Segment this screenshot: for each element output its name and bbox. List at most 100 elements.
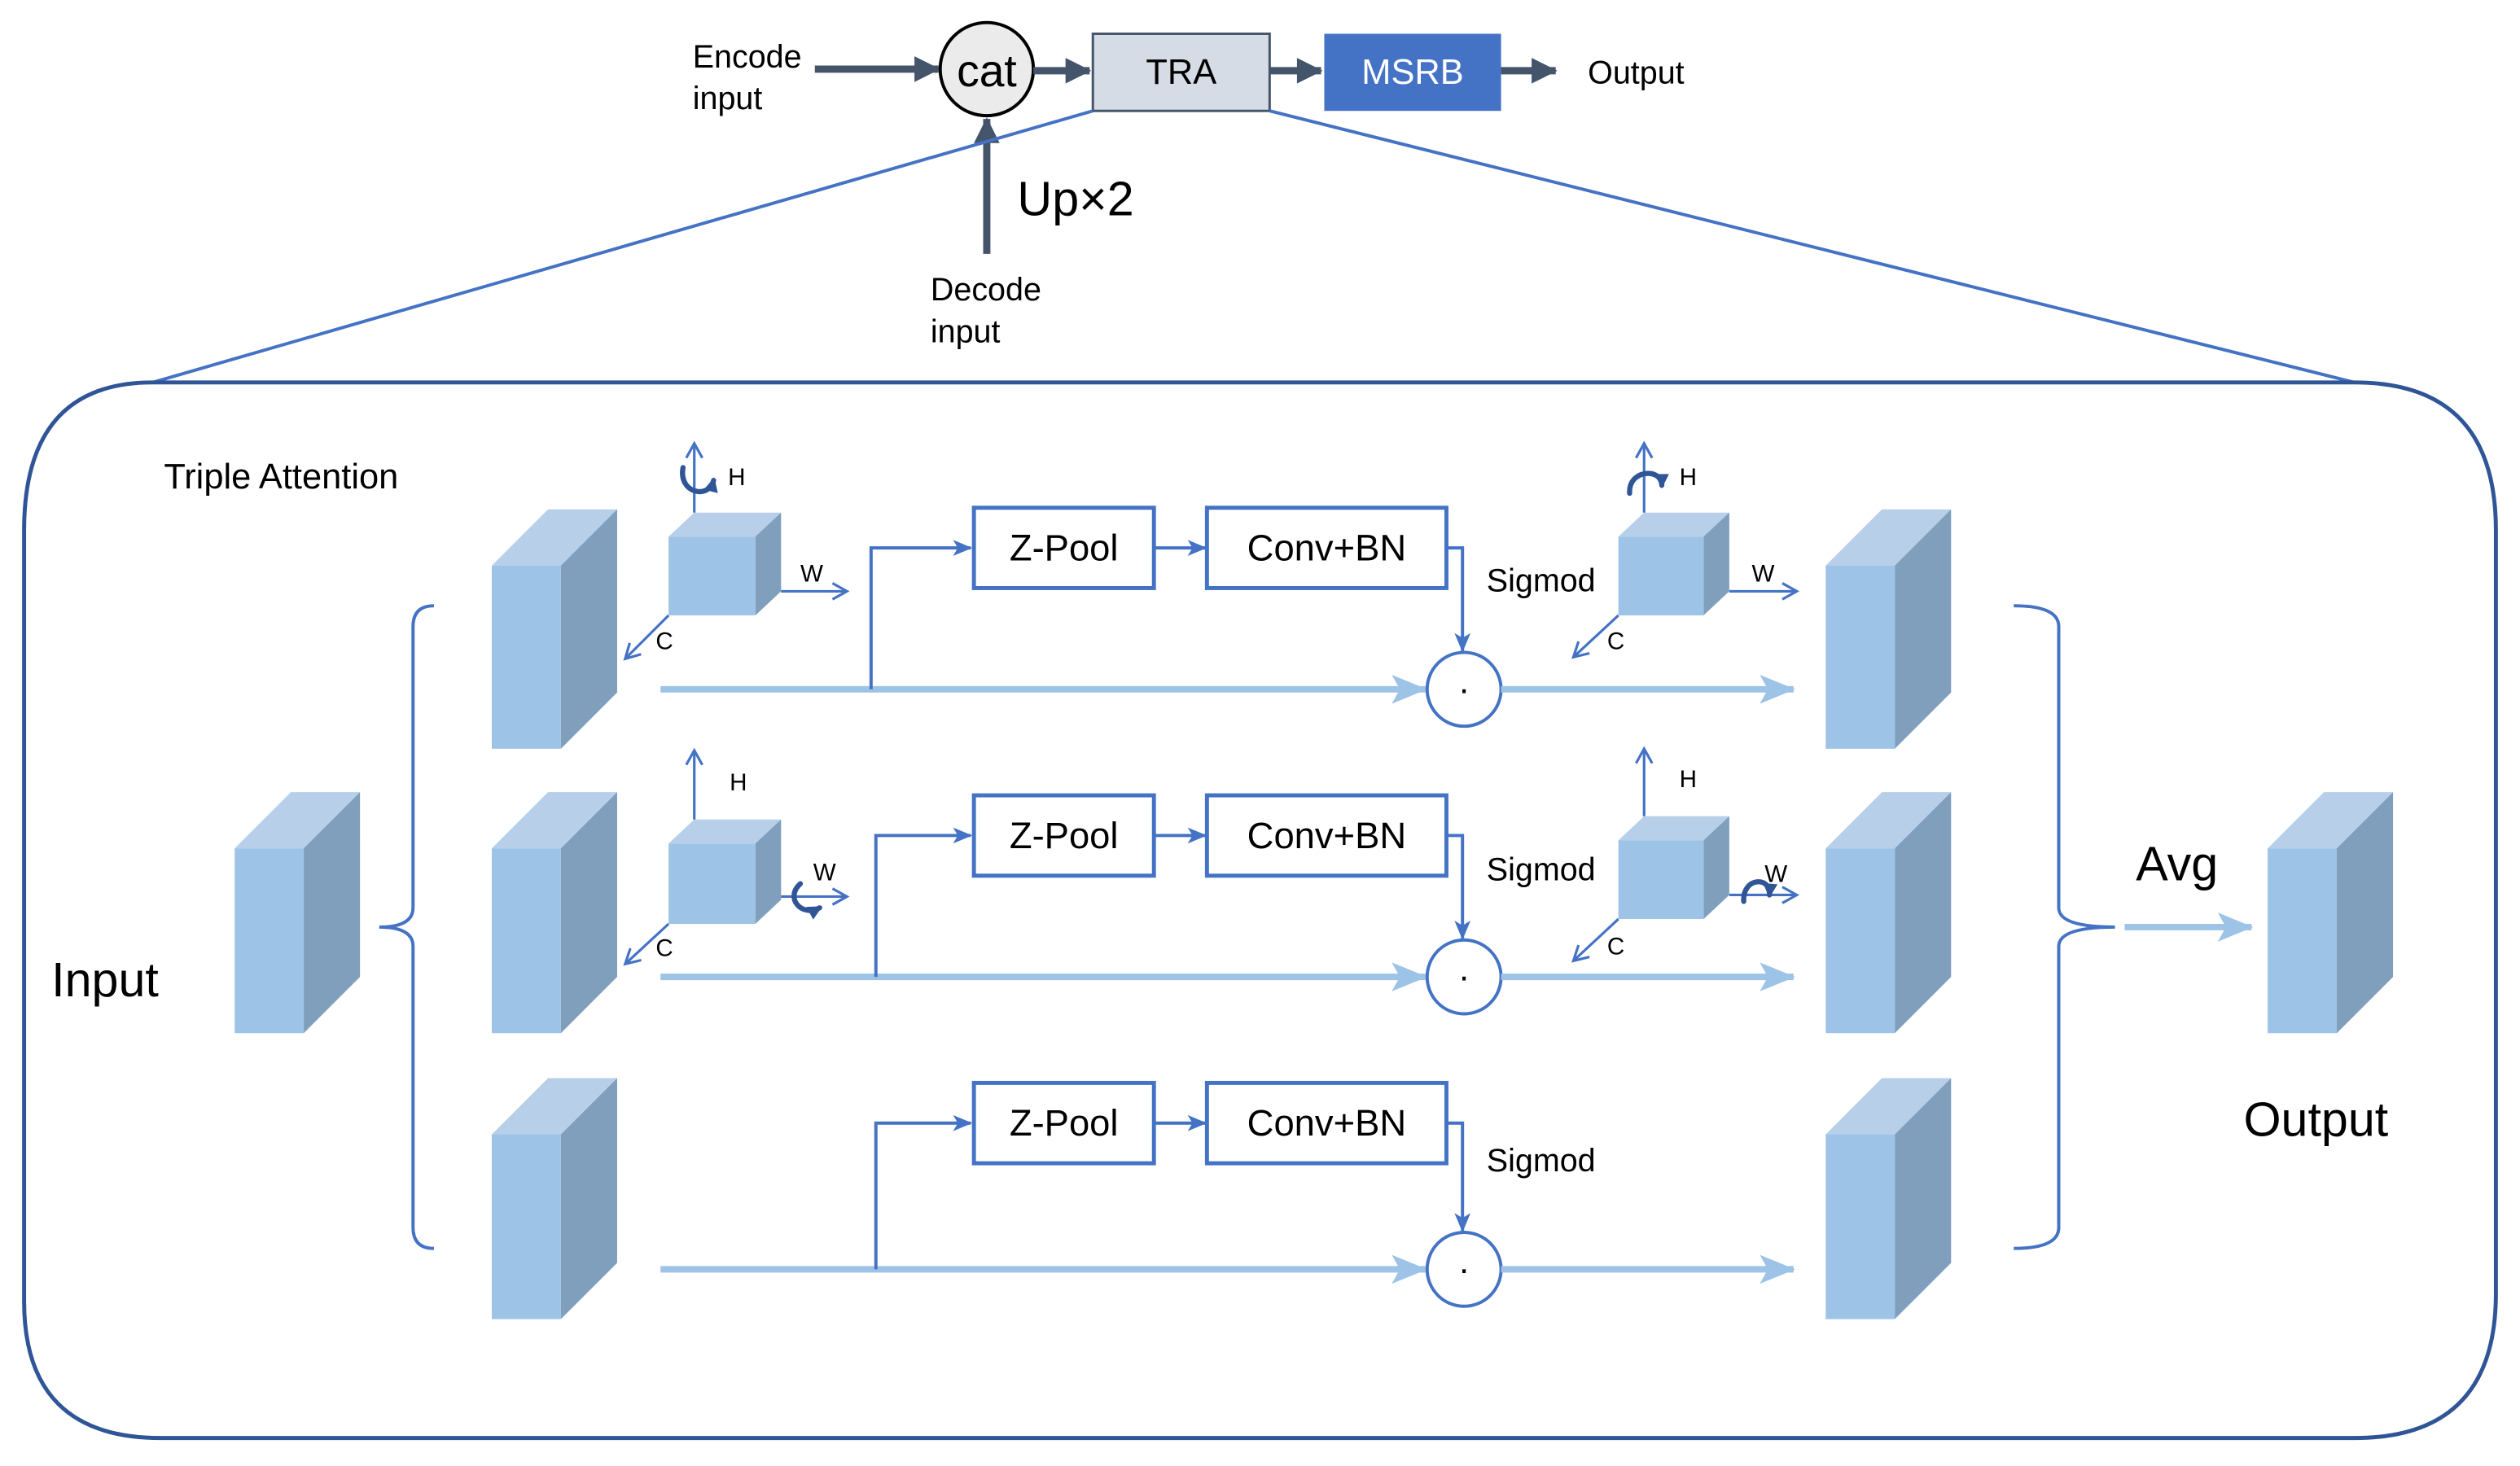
cube-front	[1825, 1134, 1895, 1319]
small-cube-front	[668, 536, 756, 616]
output-cube-side	[2336, 792, 2394, 1034]
branch-2-input-axis-cube: H W C	[623, 747, 850, 966]
branch-2-output-axis-cube: H W C	[1571, 746, 1800, 963]
c-axis-label: C	[655, 934, 673, 961]
c-axis-arrow	[1571, 614, 1619, 659]
cube-top	[1825, 792, 1952, 849]
branch-1: H W C Z-Pool Conv+BN Sigmod ·	[491, 440, 1952, 749]
output-cube-top	[2268, 792, 2394, 849]
branch-2-zpool-box	[971, 793, 1156, 878]
w-axis-label: W	[800, 561, 823, 588]
branch-3-conv-box	[1204, 1080, 1448, 1166]
cube-side	[1895, 1078, 1952, 1319]
left-split-brace	[379, 604, 435, 1250]
branch-2-conv-label: Conv+BN	[1247, 815, 1406, 856]
zoom-line-right	[1269, 109, 2356, 384]
pipeline: Encode input cat TRA MSRB Output Up×2 De…	[693, 20, 1685, 349]
c-axis-arrow	[1571, 917, 1619, 963]
cube-top	[491, 1078, 617, 1135]
branch-2-sigmoid-label: Sigmod	[1487, 852, 1596, 888]
branch-2-input-feature-map	[491, 792, 617, 1034]
c-axis-arrow	[623, 614, 670, 661]
branch-1-output-axis-cube: H W C	[1571, 440, 1800, 659]
encode-input-label-line1: Encode	[693, 39, 802, 75]
cube-side	[560, 1078, 617, 1319]
branch-3-conv-to-mul-arrow	[1446, 1121, 1471, 1232]
h-axis-label: H	[1680, 464, 1697, 491]
branch-3-zpool-label: Z-Pool	[1010, 1102, 1119, 1144]
small-cube-side	[1703, 816, 1729, 920]
cube-front	[491, 565, 561, 749]
branch-3: Z-Pool Conv+BN Sigmod ·	[491, 1078, 1952, 1319]
branch-1-conv-label: Conv+BN	[1247, 527, 1406, 569]
output-cube-front	[2268, 848, 2337, 1034]
right-merge-brace	[2014, 604, 2115, 1250]
branch-1-output-feature-map	[1825, 509, 1952, 749]
output-label: Output	[2243, 1092, 2388, 1147]
cube-front	[1825, 565, 1895, 749]
branch-2: H W C Z-Pool Conv+BN Sigmod ·	[491, 746, 1952, 1034]
w-axis-label: W	[1764, 861, 1787, 888]
branch-1-input-feature-map	[491, 509, 617, 749]
h-axis-label: H	[728, 464, 745, 491]
cube-side	[1895, 509, 1952, 749]
w-axis-label: W	[813, 860, 836, 886]
cube-front	[491, 1134, 561, 1319]
input-feature-map	[234, 792, 361, 1034]
branch-2-conv-to-mul-arrow	[1446, 834, 1471, 940]
c-axis-label: C	[1607, 628, 1624, 654]
tra-label: TRA	[1146, 53, 1216, 92]
branch-3-input-feature-map	[491, 1078, 617, 1319]
panel-frame	[22, 380, 2498, 1441]
w-axis-label: W	[1751, 561, 1774, 588]
small-cube-side	[755, 512, 782, 616]
msrb-block	[1324, 33, 1501, 112]
branch-1-multiply-symbol: ·	[1458, 670, 1470, 709]
cube-top	[1825, 1078, 1952, 1135]
c-axis-label: C	[1607, 933, 1624, 960]
input-cube-top	[234, 792, 361, 849]
branch-3-sigmoid-label: Sigmod	[1487, 1143, 1596, 1179]
output-feature-map	[2268, 792, 2394, 1034]
c-axis-label: C	[655, 628, 673, 654]
rotate-back-around-h-icon	[1627, 470, 1669, 497]
cube-front	[491, 848, 561, 1034]
decode-input-label-line2: input	[931, 313, 1001, 349]
branch-1-zpool-label: Z-Pool	[1010, 527, 1119, 569]
rotate-around-w-icon	[791, 881, 823, 920]
branch-1-conv-to-mul-arrow	[1446, 546, 1471, 653]
c-axis-arrow	[623, 922, 670, 966]
triple-attention-panel: Triple Attention Input H	[22, 380, 2498, 1441]
small-cube-front	[1618, 536, 1704, 616]
cube-top	[491, 792, 617, 849]
concat-label: cat	[957, 46, 1017, 96]
cube-front	[1825, 848, 1895, 1034]
encode-input-label-line2: input	[693, 81, 763, 116]
branch-3-zpool-box	[971, 1080, 1156, 1166]
zoom-line-left	[151, 109, 1093, 384]
branch-3-attention-path	[874, 1114, 973, 1270]
rotate-around-h-icon	[680, 465, 718, 495]
small-cube-side	[755, 819, 782, 924]
cube-side	[1895, 792, 1952, 1034]
branch-2-zpool-label: Z-Pool	[1010, 815, 1119, 856]
cube-top	[1825, 509, 1952, 566]
cube-side	[560, 792, 617, 1034]
input-cube-side	[304, 792, 361, 1034]
branch-2-output-feature-map	[1825, 792, 1952, 1034]
small-cube-front	[1618, 840, 1704, 920]
decode-input-label-line1: Decode	[931, 272, 1041, 308]
tra-block	[1091, 32, 1271, 112]
cube-side	[560, 509, 617, 749]
small-cube-top	[668, 819, 782, 844]
small-cube-top	[668, 512, 782, 537]
small-cube-top	[1618, 512, 1729, 537]
input-label: Input	[51, 952, 159, 1007]
h-axis-label: H	[1680, 766, 1697, 793]
panel-title: Triple Attention	[164, 457, 398, 497]
rotate-back-around-w-icon	[1741, 879, 1778, 904]
msrb-label: MSRB	[1361, 53, 1463, 92]
branch-3-multiply-symbol: ·	[1458, 1249, 1470, 1289]
small-cube-side	[1703, 512, 1729, 616]
